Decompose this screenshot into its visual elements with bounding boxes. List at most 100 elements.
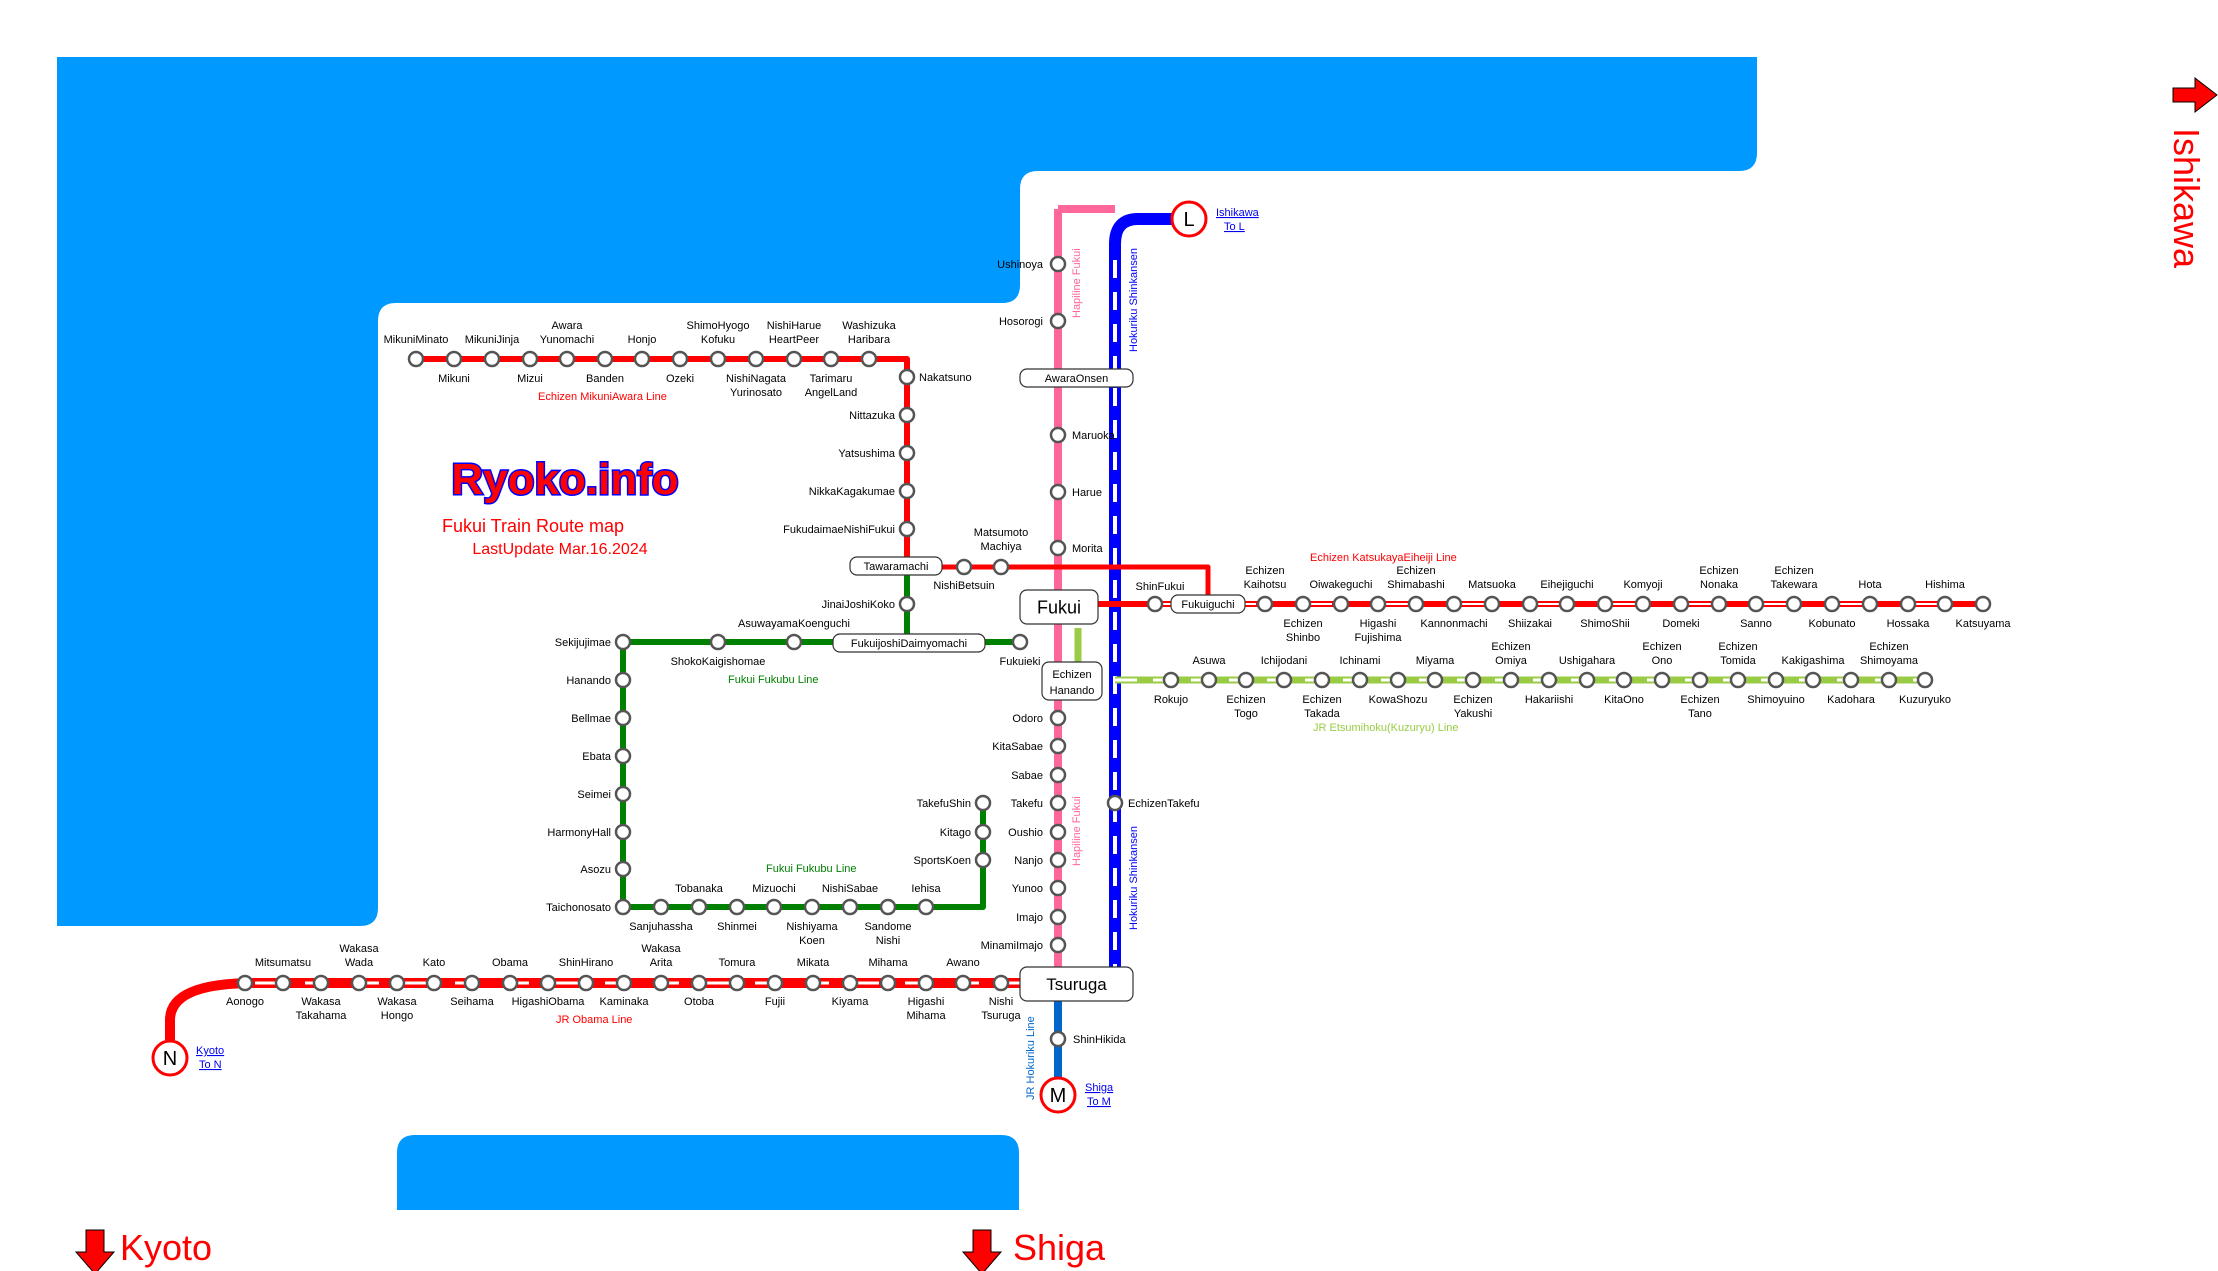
station-label-etsumihoku-19: Shimoyama xyxy=(1860,655,1919,667)
station-dot-mikuniawara-3 xyxy=(521,350,539,368)
station-label-obama-8: HigashiObama xyxy=(512,996,586,1008)
station-dot-obama-0 xyxy=(236,974,254,992)
line-hokuriku-shinkansen xyxy=(1109,213,1189,983)
direction-shiga[interactable]: Shiga xyxy=(961,1227,1106,1271)
hub-echizen-hanando-label: Hanando xyxy=(1050,685,1095,697)
station-dot-mikuniawara-5 xyxy=(596,350,614,368)
station-dot-fukubu_south-7 xyxy=(917,898,935,916)
station-label-mikuniawara-3: Mizui xyxy=(517,373,543,385)
connector-N-letter: N xyxy=(163,1048,177,1070)
connector-L-to[interactable]: To L xyxy=(1224,221,1245,233)
station-dot-obama-5 xyxy=(425,974,443,992)
line-label-fukubu-1: Fukui Fukubu Line xyxy=(728,674,819,686)
station-label-etsumihoku-5: Ichinami xyxy=(1340,655,1381,667)
station-label-etsumihoku-16: Shimoyuino xyxy=(1747,694,1804,706)
station-label-hapiline-4: Morita xyxy=(1072,543,1103,555)
line-label-hapiline-1: Hapiline Fukui xyxy=(1071,248,1083,318)
hub-fukuiguchi[interactable]: Fukuiguchi xyxy=(1170,594,1246,614)
station-dot-fukubu_north-0 xyxy=(898,595,916,613)
station-label-etsumihoku-8: Echizen xyxy=(1453,694,1492,706)
connector-M[interactable]: M Shiga To M xyxy=(1039,1076,1114,1114)
station-dot-mikuniawara-0 xyxy=(407,350,425,368)
station-label-fukubu_west-5: Asozu xyxy=(580,864,611,876)
station-dot-hapiline-13 xyxy=(1049,908,1067,926)
station-dot-katsuyama-13 xyxy=(1747,595,1765,613)
station-label-hapiline-1: Hosorogi xyxy=(999,316,1043,328)
station-dot-nakatsuno_run-5 xyxy=(955,558,973,576)
station-dot-obama-6 xyxy=(463,974,481,992)
station-label-katsuyama-8: Eihejiguchi xyxy=(1540,579,1593,591)
station-label-mikuniawara-9: Yurinosato xyxy=(730,387,782,399)
station-label-fukubu_south-6: Sandome xyxy=(864,921,911,933)
direction-shiga-label: Shiga xyxy=(1013,1227,1106,1268)
station-label-mikuniawara-11: AngelLand xyxy=(805,387,858,399)
station-label-hapiline-14: MinamiImajo xyxy=(981,940,1043,952)
direction-ishikawa[interactable]: Ishikawa xyxy=(2166,76,2218,269)
station-dot-hapiline-11 xyxy=(1049,851,1067,869)
direction-kyoto[interactable]: Kyoto xyxy=(74,1227,212,1271)
station-label-katsuyama-7: Shiizakai xyxy=(1508,618,1552,630)
station-dot-hapiline-1 xyxy=(1049,312,1067,330)
station-label-nakatsuno_run-4: FukudaimaeNishiFukui xyxy=(783,524,895,536)
hub-tawaramachi[interactable]: Tawaramachi xyxy=(849,556,943,576)
station-dot-obama-9 xyxy=(577,974,595,992)
hub-fukuiguchi-label: Fukuiguchi xyxy=(1181,599,1234,611)
station-label-mikuniawara-0: MikuniMinato xyxy=(384,334,449,346)
station-label-fukubu_south-2: Shinmei xyxy=(717,921,757,933)
connector-L-name[interactable]: Ishikawa xyxy=(1216,207,1260,219)
station-label-etsumihoku-15: Tomida xyxy=(1720,655,1756,667)
station-label-mikuniawara-10: HeartPeer xyxy=(769,334,819,346)
station-label-nakatsuno_run-2: Yatsushima xyxy=(838,448,896,460)
station-dot-hokuriku-0 xyxy=(1049,1030,1067,1048)
station-dot-katsuyama-1 xyxy=(1294,595,1312,613)
station-dot-obama-2 xyxy=(312,974,330,992)
hub-fukui-label: Fukui xyxy=(1037,597,1081,617)
station-label-obama-11: Arita xyxy=(650,957,674,969)
connector-N[interactable]: N Kyoto To N xyxy=(151,1039,224,1077)
station-dot-mikuniawara-7 xyxy=(671,350,689,368)
hub-awaraonsen[interactable]: AwaraOnsen xyxy=(1019,368,1134,388)
connector-M-to[interactable]: To M xyxy=(1087,1096,1111,1108)
station-dot-obama-15 xyxy=(804,974,822,992)
station-label-katsuyama-18: Hishima xyxy=(1925,579,1966,591)
line-label-jr-hokuriku: JR Hokuriku Line xyxy=(1025,1016,1037,1100)
connector-L[interactable]: L Ishikawa To L xyxy=(1170,200,1260,238)
station-dot-katsuyama-12 xyxy=(1710,595,1728,613)
station-dot-hapiline-9 xyxy=(1049,794,1067,812)
station-label-katsuyama-15: Kobunato xyxy=(1808,618,1855,630)
station-dot-etsumihoku-19 xyxy=(1880,671,1898,689)
hub-fukui[interactable]: Fukui xyxy=(1019,589,1099,625)
map-title: Fukui Train Route map xyxy=(442,516,624,536)
station-dot-etsumihoku-18 xyxy=(1842,671,1860,689)
station-dot-katsuyama-2 xyxy=(1332,595,1350,613)
station-label-fukubu_east-0: TakefuShin xyxy=(917,798,971,810)
station-dot-shinkansen-0 xyxy=(1106,794,1124,812)
station-label-obama-16: Kiyama xyxy=(832,996,870,1008)
hub-tsuruga[interactable]: Tsuruga xyxy=(1019,966,1134,1002)
station-label-mikuniawara-4: Yunomachi xyxy=(540,334,594,346)
station-label-fukubu_west-2: Ebata xyxy=(582,751,612,763)
arrow-down-icon xyxy=(961,1229,1003,1271)
line-fukui-fukubu-north xyxy=(904,567,1020,645)
connector-M-name[interactable]: Shiga xyxy=(1085,1082,1114,1094)
station-dot-katsuyama-17 xyxy=(1899,595,1917,613)
station-dot-obama-3 xyxy=(350,974,368,992)
station-dot-katsuyama-3 xyxy=(1369,595,1387,613)
station-dot-hapiline-4 xyxy=(1049,539,1067,557)
hub-fukuiguchi-box xyxy=(1170,594,1246,614)
station-dot-fukubu_west-5 xyxy=(614,860,632,878)
station-dot-katsuyama-4 xyxy=(1407,595,1425,613)
connector-N-to[interactable]: To N xyxy=(199,1059,222,1071)
site-logo[interactable]: Ryoko.info xyxy=(450,454,680,506)
station-dot-etsumihoku-7 xyxy=(1426,671,1444,689)
station-dot-obama-1 xyxy=(274,974,292,992)
station-dot-mikuniawara-10 xyxy=(785,350,803,368)
station-dot-obama-10 xyxy=(615,974,633,992)
station-label-obama-14: Fujii xyxy=(765,996,785,1008)
station-dot-fukubu_south-6 xyxy=(879,898,897,916)
hub-daimyomachi[interactable]: FukuijoshiDaimyomachi xyxy=(832,633,986,653)
hub-tawaramachi-label: Tawaramachi xyxy=(864,561,929,573)
connector-N-name[interactable]: Kyoto xyxy=(196,1045,224,1057)
station-dot-obama-11 xyxy=(652,974,670,992)
